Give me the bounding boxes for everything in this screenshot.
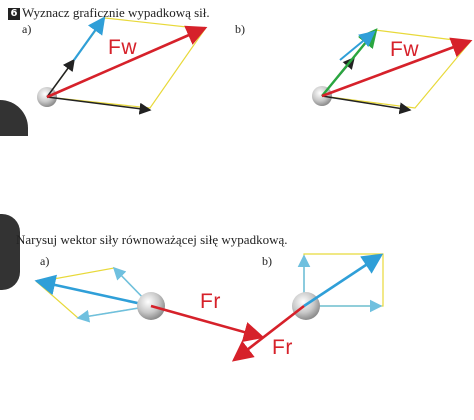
force-blue-6a bbox=[73, 16, 106, 61]
force-black-6a-right bbox=[46, 96, 152, 115]
resultant-label-6b: Fw bbox=[390, 38, 419, 61]
balancing-label-7b: Fr bbox=[272, 336, 293, 359]
task6-part-b-label: b) bbox=[235, 22, 245, 36]
resultant-label-6a: Fw bbox=[108, 36, 137, 59]
task7-b-diagram bbox=[231, 253, 384, 362]
task7-part-a-label: a) bbox=[40, 254, 50, 268]
task6-a-diagram bbox=[37, 16, 208, 115]
task7-part-b-label: b) bbox=[262, 254, 272, 268]
resultant-6b bbox=[321, 37, 473, 98]
balancing-force-7a bbox=[150, 304, 265, 343]
balancing-label-7a: Fr bbox=[200, 290, 221, 313]
resultant-blue-7a bbox=[34, 274, 152, 308]
force-black-6a-top bbox=[46, 58, 75, 98]
task6-part-a-label: a) bbox=[22, 22, 32, 36]
resultant-blue-7b bbox=[303, 253, 384, 308]
task7-a-diagram bbox=[34, 266, 265, 343]
balancing-force-7b bbox=[231, 304, 305, 362]
force-black-6b-right bbox=[321, 95, 412, 115]
task7-instruction: Narysuj wektor siły równoważącej siłę wy… bbox=[16, 232, 288, 247]
resultant-6a bbox=[46, 25, 208, 99]
task6-b-diagram bbox=[312, 28, 473, 115]
task6-instruction: Wyznacz graficznie wypadkową sił. bbox=[22, 5, 210, 20]
edge-decoration-bottom bbox=[0, 214, 20, 290]
task-number-badge: 6 bbox=[8, 8, 20, 20]
force-blue-6b bbox=[339, 30, 376, 61]
